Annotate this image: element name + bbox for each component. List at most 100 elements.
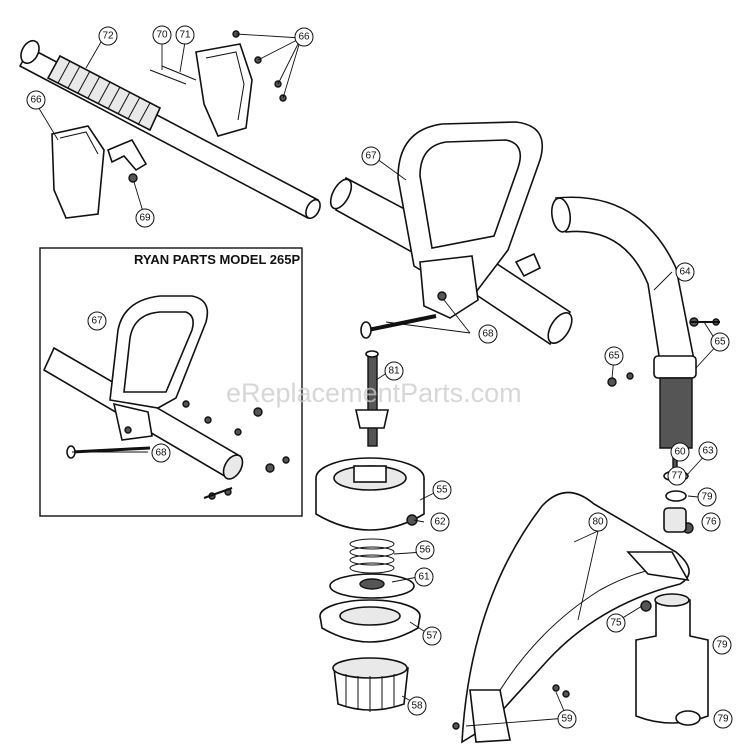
callout-circle [701,512,721,532]
callout-circle [675,262,695,282]
callout-c75: 75 [606,613,626,633]
callout-number: 65 [714,337,726,348]
callout-circle [361,146,381,166]
callout-circle [697,487,717,507]
callout-c67b: 67 [87,311,107,331]
callout-c61: 61 [414,567,434,587]
callout-number: 80 [592,517,604,528]
callout-c80: 80 [588,512,608,532]
callout-number: 67 [365,151,377,162]
callout-number: 79 [716,640,728,651]
callout-c79a: 79 [697,487,717,507]
callout-circle [432,480,452,500]
callout-number: 66 [298,32,310,43]
callout-number: 58 [411,701,423,712]
callout-number: 64 [679,267,691,278]
callout-c63: 63 [698,441,718,461]
callout-circle [422,626,442,646]
callout-number: 75 [610,618,622,629]
bent-shaft [550,196,720,449]
callout-c65b: 65 [710,332,730,352]
callout-circle [667,466,687,486]
callout-c59: 59 [557,709,577,729]
callout-number: 76 [705,517,717,528]
callout-c66a: 66 [294,27,314,47]
callout-number: 59 [561,714,573,725]
callout-number: 62 [434,517,446,528]
callout-number: 69 [139,213,151,224]
callout-circle [606,613,626,633]
callout-circle [698,441,718,461]
callout-circle [713,709,733,729]
callout-circle [151,443,171,463]
trimmer-head [315,350,425,712]
callout-circle [407,696,427,716]
callout-circle [712,635,732,655]
callout-c57: 57 [422,626,442,646]
callout-number: 81 [388,366,400,377]
callout-number: 56 [419,545,431,556]
callout-circle [710,332,730,352]
callout-c81: 81 [384,361,404,381]
callout-number: 66 [30,95,42,106]
callout-number: 68 [155,448,167,459]
callout-circle [87,311,107,331]
upper-shaft-assembly [18,30,321,220]
callout-c66b: 66 [26,90,46,110]
callout-c62: 62 [430,512,450,532]
callout-circle [430,512,450,532]
inset-model-265p: RYAN PARTS MODEL 265P [39,247,303,517]
callout-number: 60 [674,447,686,458]
callout-c76: 76 [701,512,721,532]
watermark: eReplacementParts.com [226,378,522,408]
callout-circle [414,567,434,587]
callout-c70: 70 [152,25,172,45]
callout-number: 79 [701,492,713,503]
callout-circle [175,25,195,45]
callout-number: 68 [482,329,494,340]
callout-number: 70 [156,30,168,41]
callout-c79c: 79 [713,709,733,729]
callout-c77: 77 [667,466,687,486]
inset-title: RYAN PARTS MODEL 265P [134,252,300,267]
callout-labels: 72 70 71 66 66 69 67 67 68 68 64 65 65 81 55 62 56 61 57 58… [26,25,733,729]
main-loop-handle [329,121,573,346]
callout-circle [98,26,118,46]
callout-c79b: 79 [712,635,732,655]
callout-number: 55 [436,485,448,496]
callout-number: 65 [608,351,620,362]
callout-number: 57 [426,631,438,642]
callout-circle [588,512,608,532]
callout-number: 72 [102,31,114,42]
grass-shield [452,491,694,744]
callout-number: 63 [702,446,714,457]
callout-number: 79 [717,714,729,725]
callout-c65a: 65 [604,346,624,366]
callout-number: 77 [671,471,683,482]
callout-c72: 72 [98,26,118,46]
callout-c67a: 67 [361,146,381,166]
callout-circle [670,442,690,462]
callout-c55: 55 [432,480,452,500]
callout-circle [415,540,435,560]
callout-circle [478,324,498,344]
callout-c60: 60 [670,442,690,462]
callout-c64: 64 [675,262,695,282]
callout-circle [26,90,46,110]
callout-c69: 69 [135,208,155,228]
callout-c71: 71 [175,25,195,45]
callout-circle [152,25,172,45]
callout-circle [384,361,404,381]
callout-c68a: 68 [478,324,498,344]
callout-circle [604,346,624,366]
callout-circle [294,27,314,47]
callout-c68b: 68 [151,443,171,463]
callout-circle [557,709,577,729]
callout-c56: 56 [415,540,435,560]
callout-number: 71 [179,30,191,41]
callout-number: 67 [91,316,103,327]
callout-number: 61 [418,572,430,583]
callout-circle [135,208,155,228]
callout-c58: 58 [407,696,427,716]
